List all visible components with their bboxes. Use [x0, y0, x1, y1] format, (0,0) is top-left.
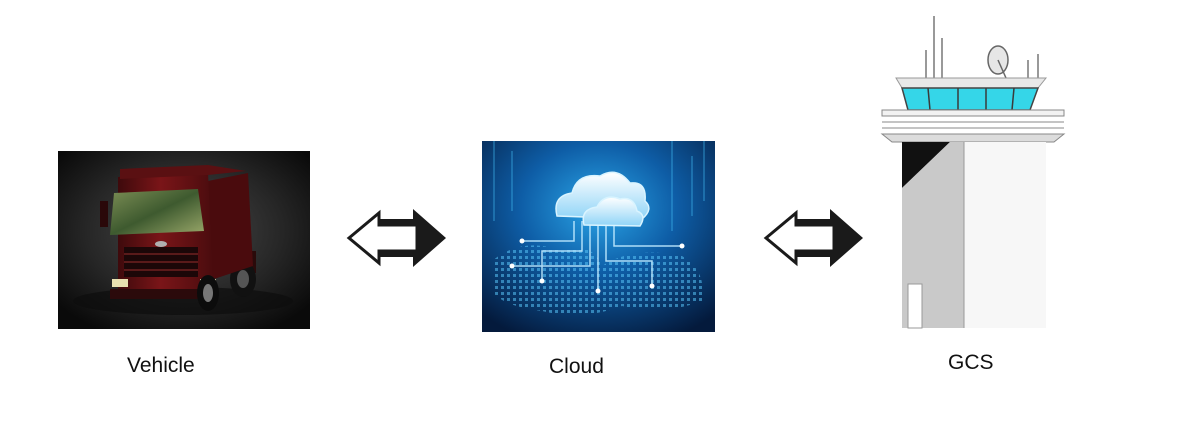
truck-icon — [58, 151, 310, 329]
vehicle-label: Vehicle — [127, 354, 195, 377]
cloud-image — [482, 141, 715, 332]
vehicle-image — [58, 151, 310, 329]
cloud-label: Cloud — [549, 355, 604, 378]
bidirectional-arrow-vehicle-cloud — [346, 209, 446, 267]
cloud-network-icon — [482, 141, 715, 332]
gcs-label: GCS — [948, 351, 994, 374]
gcs-image — [878, 10, 1068, 332]
control-tower-icon — [880, 16, 1066, 329]
bidirectional-arrow-cloud-gcs — [763, 209, 863, 267]
